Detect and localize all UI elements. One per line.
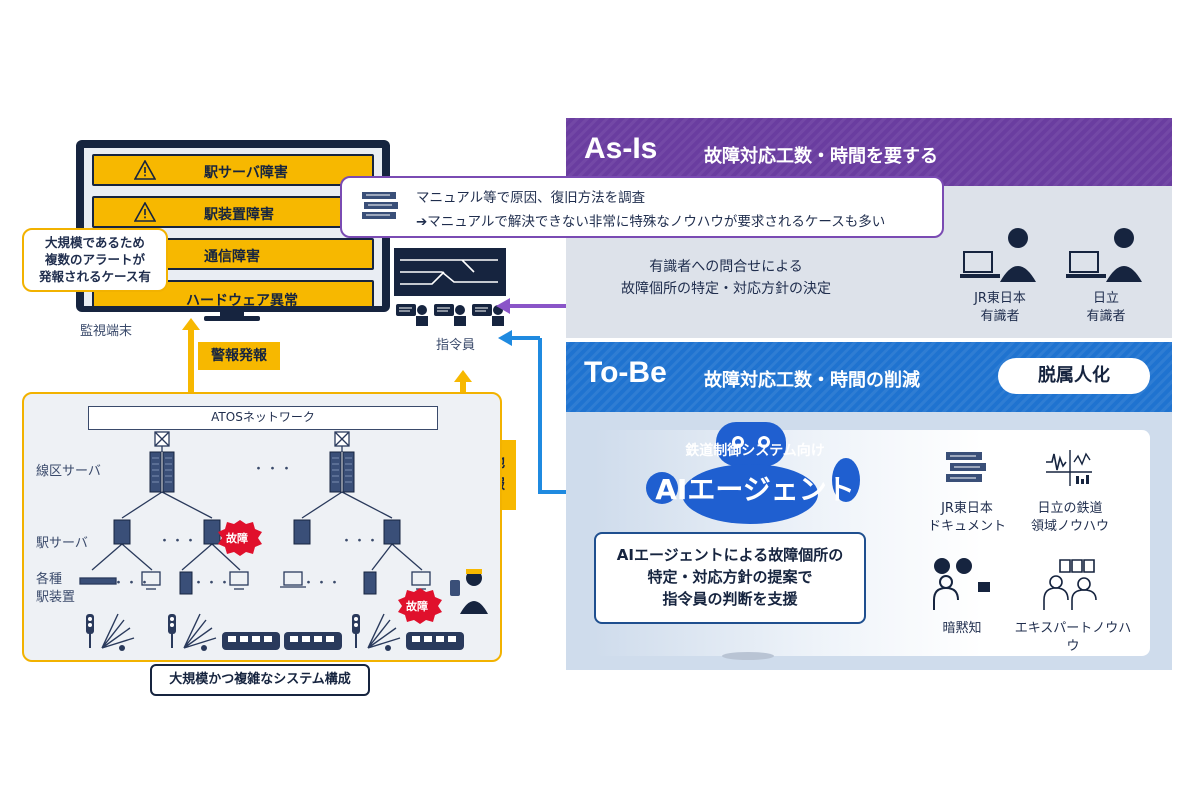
ellipsis: ・・・ <box>340 534 380 549</box>
inquiry-text: 有識者への問合せによる 故障個所の特定・対応方針の決定 <box>586 256 866 300</box>
knowledge-line: 日立の鉄道 <box>1037 501 1103 516</box>
ellipsis: ・・・ <box>112 576 152 591</box>
fault-badge: 故障 <box>226 532 248 545</box>
alert-station-device: 駅装置障害 <box>92 196 374 228</box>
expert-hitachi-caption: 日立 有識者 <box>1066 290 1146 326</box>
system-topology <box>79 431 488 651</box>
monitor-label: 監視端末 <box>80 324 133 339</box>
as-is-header <box>566 118 1172 186</box>
support-line: 指令員の判断を支援 <box>662 590 798 608</box>
row-label-line-server: 線区サーバ <box>36 464 101 479</box>
hitachi-knowhow-icon <box>1046 450 1092 486</box>
row-label-devices-2: 駅装置 <box>36 590 76 605</box>
expert-knowhow-caption: エキスパートノウハウ <box>1014 621 1132 654</box>
monitor-base <box>204 316 260 321</box>
manual-line2: ➔マニュアルで解決できない非常に特殊なノウハウが要求されるケースも多い <box>416 214 886 230</box>
alarm-tag: 警報発報 <box>198 342 280 370</box>
jr-document-caption: JR東日本 ドキュメント <box>920 500 1014 536</box>
as-is-subtitle: 故障対応工数・時間を要する <box>704 146 938 167</box>
alert-label: 駅装置障害 <box>204 207 274 223</box>
dispatch-board-icon <box>394 248 506 326</box>
expert-jr-icon <box>960 228 1036 282</box>
agent-title: AIエージェント <box>655 473 855 506</box>
alert-label: ハードウェア異常 <box>186 293 298 306</box>
row-label-devices-1: 各種 <box>36 572 63 587</box>
tacit-knowledge-icon <box>933 558 990 610</box>
inquiry-line: 故障個所の特定・対応方針の決定 <box>621 281 831 297</box>
expert-hitachi-icon <box>1066 228 1142 282</box>
jr-document-icon <box>946 452 986 482</box>
alert-station-server: 駅サーバ障害 <box>92 154 374 186</box>
warning-icon <box>134 160 156 180</box>
expert-line: 日立 <box>1092 291 1119 306</box>
ai-robot-icon <box>646 422 860 524</box>
warning-icon <box>134 202 156 222</box>
support-box: AIエージェントによる故障個所の 特定・対応方針の提案で 指令員の判断を支援 <box>594 532 866 624</box>
expert-jr-caption: JR東日本 有識者 <box>960 290 1040 326</box>
note-line: 発報されるケース有 <box>39 269 151 284</box>
manual-box: マニュアル等で原因、復旧方法を調査 ➔マニュアルで解決できない非常に特殊なノウハ… <box>340 176 944 238</box>
alert-label: 駅サーバ障害 <box>204 165 288 181</box>
knowledge-line: JR東日本 <box>941 501 993 516</box>
dispatcher-label: 指令員 <box>436 338 476 353</box>
alarm-arrow <box>182 318 200 392</box>
alert-label: 通信障害 <box>204 249 260 265</box>
note-line: 大規模であるため <box>45 235 145 250</box>
agent-subtitle: 鉄道制御システム向け <box>685 443 825 459</box>
ellipsis: ・・・ <box>158 534 198 549</box>
robot-shadow <box>722 652 774 660</box>
to-be-subtitle: 故障対応工数・時間の削減 <box>704 370 920 391</box>
as-is-title: As-Is <box>584 132 658 165</box>
manual-books-icon <box>362 192 398 219</box>
expert-line: 有識者 <box>1086 309 1126 324</box>
expert-line: 有識者 <box>980 309 1020 324</box>
ellipsis: ・・・ <box>192 576 232 591</box>
row-label-station-server: 駅サーバ <box>36 536 88 551</box>
support-line: AIエージェントによる故障個所の <box>616 546 844 564</box>
monitor-stand <box>220 312 244 318</box>
fault-badge: 故障 <box>406 600 428 613</box>
expert-knowhow-icon <box>1043 559 1097 610</box>
ellipsis: ・・・ <box>302 576 342 591</box>
inquiry-line: 有識者への問合せによる <box>649 259 803 275</box>
depersonalization-pill: 脱属人化 <box>998 358 1150 394</box>
to-be-title: To-Be <box>584 356 667 389</box>
atos-network-bar: ATOSネットワーク <box>88 406 438 430</box>
support-line: 特定・対応方針の提案で <box>647 568 813 586</box>
hitachi-knowhow-caption: 日立の鉄道 領域ノウハウ <box>1020 500 1120 536</box>
ellipsis: ・・・ <box>252 462 295 477</box>
system-caption: 大規模かつ複雑なシステム構成 <box>150 664 370 696</box>
large-scale-note: 大規模であるため 複数のアラートが 発報されるケース有 <box>22 228 168 292</box>
knowledge-line: 領域ノウハウ <box>1030 519 1109 534</box>
note-line: 複数のアラートが <box>44 252 145 267</box>
expert-line: JR東日本 <box>974 291 1026 306</box>
tacit-knowledge-caption: 暗黙知 <box>942 621 982 636</box>
knowledge-line: ドキュメント <box>927 519 1006 534</box>
manual-line1: マニュアル等で原因、復旧方法を調査 <box>416 190 646 206</box>
